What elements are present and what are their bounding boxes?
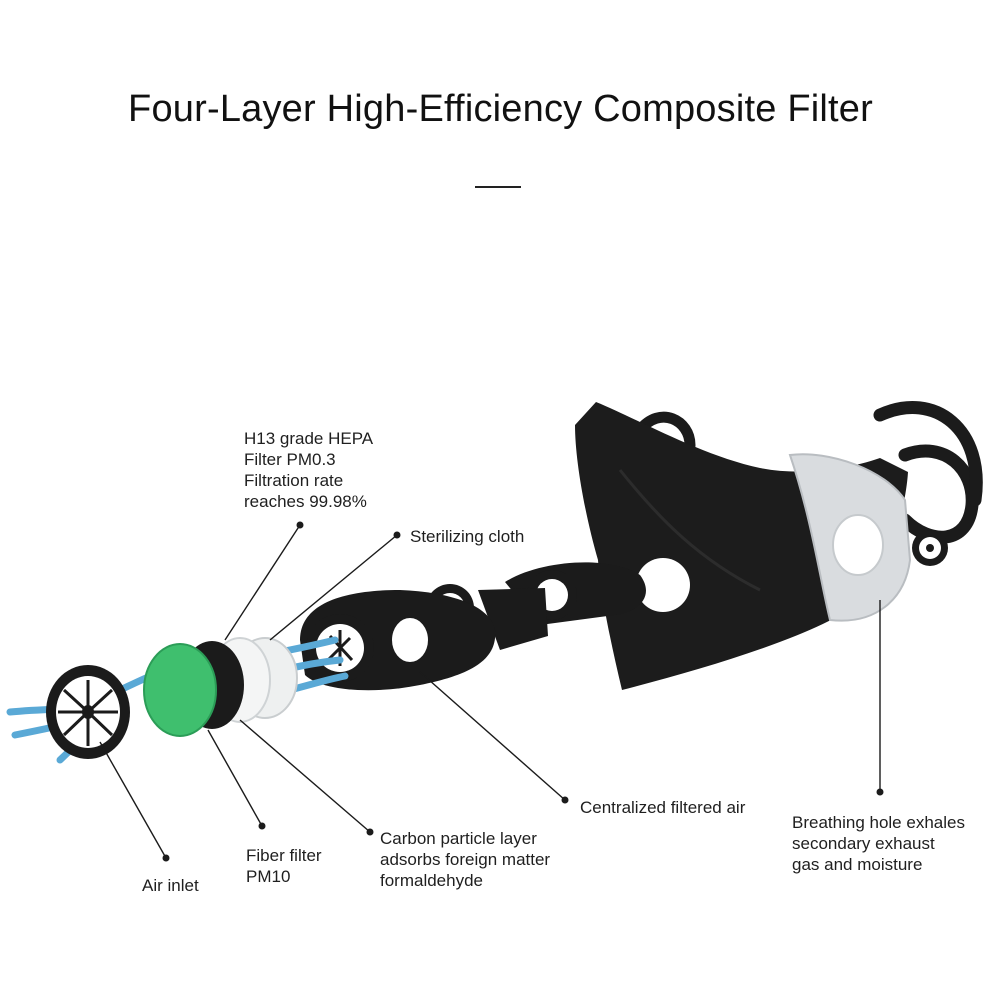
- label-sterilizing-cloth: Sterilizing cloth: [410, 527, 525, 546]
- page-title: Four-Layer High-Efficiency Composite Fil…: [128, 88, 873, 130]
- fan-grille-icon: [46, 665, 130, 759]
- filter-housing: [300, 590, 496, 691]
- callout-dots: [162, 521, 884, 862]
- label-fiber-filter: Fiber filter PM10: [246, 846, 322, 886]
- label-air-inlet: Air inlet: [142, 876, 199, 895]
- label-hepa: H13 grade HEPA Filter PM0.3 Filtration r…: [244, 429, 374, 511]
- filter-layers: [143, 637, 298, 737]
- title-underline: [475, 186, 521, 188]
- callout-lines: [99, 524, 881, 859]
- breathing-valve-icon: [788, 453, 948, 622]
- label-breathing-hole: Breathing hole exhales secondary exhaust…: [792, 813, 965, 874]
- label-carbon-layer: Carbon particle layer adsorbs foreign ma…: [380, 829, 551, 890]
- label-centralized-air: Centralized filtered air: [580, 798, 746, 817]
